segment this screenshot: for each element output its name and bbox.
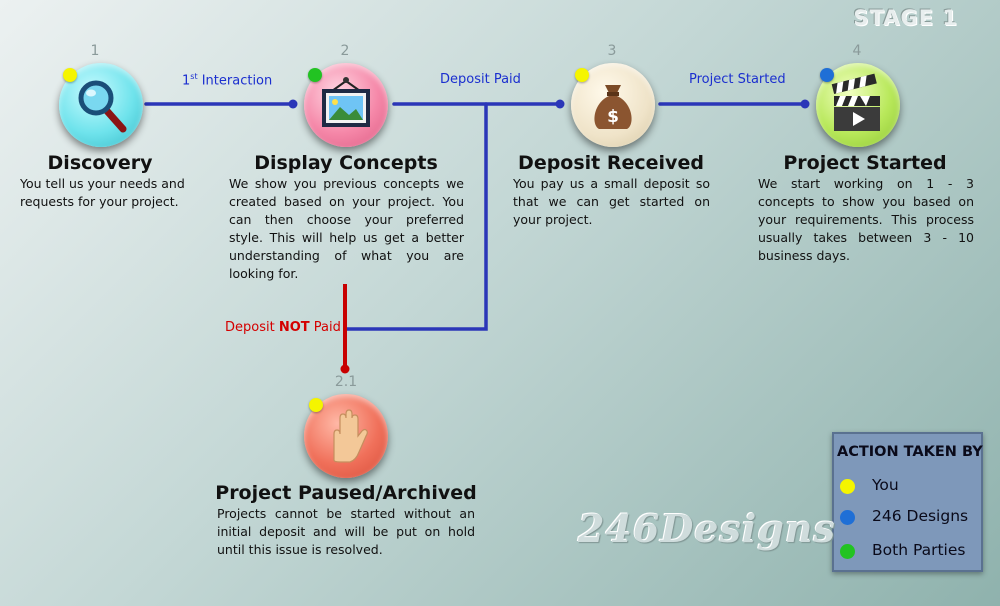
step-number: 4 [852, 43, 862, 59]
step-number: 2 [340, 43, 350, 59]
step-description: Projects cannot be started without an in… [217, 506, 475, 557]
legend-dot-both [840, 544, 855, 559]
connector-end-dot [800, 99, 810, 109]
step-description: You tell us your needs and requests for … [20, 176, 185, 209]
svg-text:$: $ [607, 107, 619, 127]
legend: ACTION TAKEN BY You 246 Designs Both Par… [832, 432, 983, 572]
legend-label: 246 Designs [872, 507, 969, 525]
step-description: We show you previous concepts we created… [229, 176, 464, 281]
step-number: 1 [90, 43, 100, 59]
step-title: Display Concepts [254, 152, 438, 174]
money-bag-icon: $ [594, 85, 632, 129]
legend-title: ACTION TAKEN BY [837, 444, 983, 460]
connector-label-deposit-not-paid: Deposit NOT Paid [225, 320, 341, 335]
legend-label: You [872, 476, 899, 494]
connector-label-deposit-paid: Deposit Paid [440, 72, 521, 87]
step-title: Deposit Received [518, 152, 704, 174]
legend-item-designs: 246 Designs [840, 507, 980, 527]
stop-hand-icon [333, 409, 368, 463]
step-number: 3 [607, 43, 617, 59]
legend-item-you: You [840, 476, 980, 496]
picture-frame-icon [322, 77, 370, 127]
stage-title: STAGE 1 [853, 6, 958, 30]
connector-end-dot [288, 99, 298, 109]
connector-end-dot [340, 364, 350, 374]
connector-label-project-started: Project Started [689, 72, 786, 87]
actor-dot-both [308, 68, 322, 82]
connector-branch [344, 102, 488, 331]
actor-dot-you [63, 68, 77, 82]
legend-label: Both Parties [872, 541, 966, 559]
actor-dot-designs [820, 68, 834, 82]
step-title: Project Paused/Archived [215, 482, 477, 504]
actor-dot-you [309, 398, 323, 412]
magnifier-icon [78, 80, 127, 133]
clapperboard-icon [831, 73, 880, 131]
connector-end-dot [555, 99, 565, 109]
connector-label-first-interaction: 1st Interaction [182, 72, 273, 89]
step-number: 2.1 [334, 374, 358, 390]
legend-dot-you [840, 479, 855, 494]
watermark-logo: 246Designs [578, 506, 836, 551]
step-title: Discovery [47, 152, 153, 174]
legend-item-both: Both Parties [840, 541, 980, 561]
step-title: Project Started [783, 152, 947, 174]
step-description: We start working on 1 - 3 concepts to sh… [758, 176, 974, 263]
legend-dot-designs [840, 510, 855, 525]
actor-dot-you [575, 68, 589, 82]
step-description: You pay us a small deposit so that we ca… [513, 176, 710, 227]
